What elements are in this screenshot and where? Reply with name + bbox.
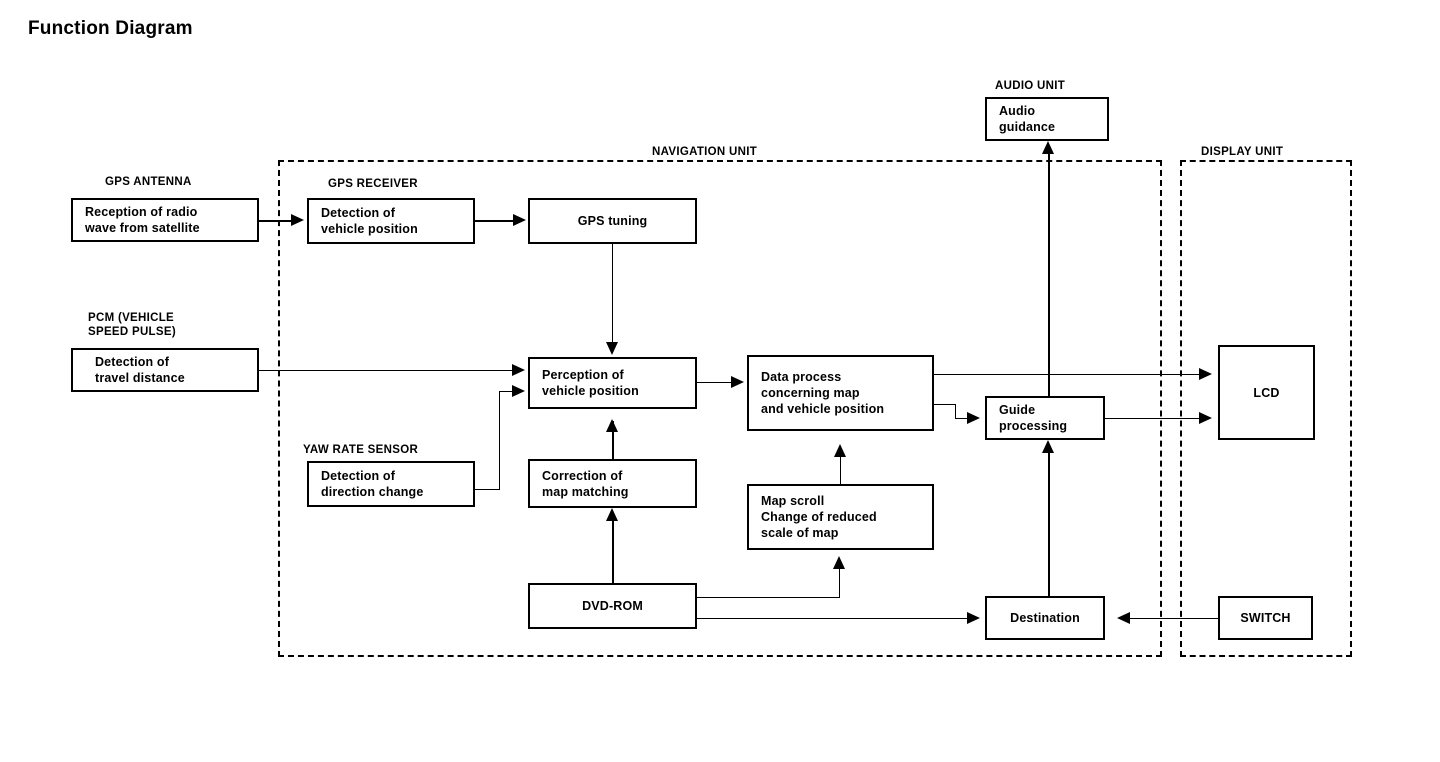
box-gps-tuning-line1: GPS tuning <box>577 214 648 228</box>
box-audio-guidance-line1: Audio <box>999 104 1036 118</box>
page-title: Function Diagram <box>28 18 193 39</box>
box-switch-line1: SWITCH <box>1240 611 1291 625</box>
arrowhead-direction-change-to-perception <box>512 385 525 397</box>
connector-data-process-to-guide-horizontal2 <box>955 418 969 419</box>
arrowhead-data-process-to-guide-processing <box>967 412 980 424</box>
box-gps-detection-line1: Detection of <box>321 206 396 220</box>
box-reception-of-radio-wave[interactable]: Reception of radio wave from satellite <box>71 198 259 242</box>
arrowhead-dvd-rom-to-map-scroll <box>833 556 845 569</box>
arrowhead-switch-to-destination <box>1117 612 1130 624</box>
arrowhead-dvd-rom-to-destination <box>967 612 980 624</box>
connector-reception-to-gps-detection <box>259 220 292 222</box>
box-data-process-line2: concerning map <box>761 386 860 400</box>
box-guide-processing-line2: processing <box>999 419 1068 433</box>
label-audio-unit: AUDIO UNIT <box>995 80 1066 92</box>
arrowhead-map-matching-to-perception <box>606 419 618 432</box>
box-direction-change-line1: Detection of <box>321 469 396 483</box>
arrowhead-dvd-rom-to-map-matching <box>606 508 618 521</box>
box-lcd[interactable]: LCD <box>1218 345 1315 440</box>
box-data-process[interactable]: Data process concerning map and vehicle … <box>747 355 934 431</box>
box-map-scroll-line2: Change of reduced <box>761 510 877 524</box>
box-switch[interactable]: SWITCH <box>1218 596 1313 640</box>
box-map-matching-line1: Correction of <box>542 468 623 483</box>
box-gps-tuning[interactable]: GPS tuning <box>528 198 697 244</box>
box-audio-guidance-line2: guidance <box>999 120 1056 134</box>
connector-map-scroll-to-data-process <box>840 446 841 484</box>
box-perception-line2: vehicle position <box>542 384 639 398</box>
connector-guide-processing-to-lcd <box>1105 418 1204 419</box>
connector-gps-detection-to-gps-tuning <box>475 220 515 222</box>
box-reception-line2: wave from satellite <box>85 221 200 235</box>
label-yaw-rate-sensor: YAW RATE SENSOR <box>303 444 419 456</box>
box-gps-detection-line2: vehicle position <box>321 222 418 236</box>
group-navigation-unit <box>278 160 1162 657</box>
box-detection-of-travel-distance[interactable]: Detection of travel distance <box>71 348 259 392</box>
box-travel-distance-line2: travel distance <box>95 371 185 385</box>
connector-dvd-rom-to-map-scroll-vertical <box>839 568 840 598</box>
box-map-matching-line2: map matching <box>542 484 629 499</box>
connector-direction-change-vertical <box>499 391 500 490</box>
box-travel-distance-line1: Detection of <box>95 355 170 369</box>
box-lcd-line1: LCD <box>1253 385 1280 400</box>
box-direction-change-line2: direction change <box>321 485 424 499</box>
connector-map-matching-to-perception <box>612 421 614 459</box>
box-dvd-rom[interactable]: DVD-ROM <box>528 583 697 629</box>
connector-data-process-to-guide-vertical <box>955 404 956 418</box>
connector-gps-tuning-to-perception <box>612 244 613 344</box>
connector-direction-change-to-perception <box>499 391 514 392</box>
box-map-scroll-line3: scale of map <box>761 526 839 540</box>
connector-destination-to-guide-processing <box>1048 452 1050 596</box>
group-display-unit <box>1180 160 1352 657</box>
box-reception-line1: Reception of radio <box>85 205 198 219</box>
label-pcm: PCM (VEHICLE SPEED PULSE) <box>88 311 176 340</box>
box-detection-of-direction-change[interactable]: Detection of direction change <box>307 461 475 507</box>
group-label-display-unit: DISPLAY UNIT <box>1201 146 1284 158</box>
label-pcm-line2: SPEED PULSE) <box>88 326 176 339</box>
box-correction-of-map-matching[interactable]: Correction of map matching <box>528 459 697 508</box>
box-perception-of-vehicle-position[interactable]: Perception of vehicle position <box>528 357 697 409</box>
label-gps-receiver: GPS RECEIVER <box>328 178 418 190</box>
arrowhead-travel-distance-to-perception <box>512 364 525 376</box>
arrowhead-guide-processing-to-audio-guidance <box>1042 141 1054 154</box>
box-dvd-rom-line1: DVD-ROM <box>582 599 643 613</box>
box-perception-line1: Perception of <box>542 368 624 382</box>
connector-data-process-to-lcd <box>934 374 1204 375</box>
arrowhead-data-process-to-lcd <box>1199 368 1212 380</box>
box-data-process-line3: and vehicle position <box>761 402 885 416</box>
box-guide-processing-line1: Guide <box>999 403 1036 417</box>
group-label-navigation-unit: NAVIGATION UNIT <box>652 146 758 158</box>
connector-perception-to-data-process <box>697 382 733 383</box>
arrowhead-gps-tuning-to-perception <box>606 342 618 355</box>
connector-guide-processing-to-audio-guidance <box>1048 152 1050 396</box>
arrowhead-guide-processing-to-lcd <box>1199 412 1212 424</box>
arrowhead-map-scroll-to-data-process <box>834 444 846 457</box>
connector-dvd-rom-to-map-scroll-horizontal <box>697 597 840 598</box>
connector-switch-to-destination <box>1122 618 1218 619</box>
arrowhead-perception-to-data-process <box>731 376 744 388</box>
box-audio-guidance[interactable]: Audio guidance <box>985 97 1109 141</box>
box-destination-line1: Destination <box>1010 611 1080 625</box>
box-guide-processing[interactable]: Guide processing <box>985 396 1105 440</box>
box-map-scroll-line1: Map scroll <box>761 494 825 508</box>
arrowhead-reception-to-gps-detection <box>291 214 304 226</box>
box-map-scroll[interactable]: Map scroll Change of reduced scale of ma… <box>747 484 934 550</box>
box-data-process-line1: Data process <box>761 370 842 384</box>
connector-direction-change-horizontal <box>475 489 500 490</box>
box-detection-of-vehicle-position[interactable]: Detection of vehicle position <box>307 198 475 244</box>
arrowhead-destination-to-guide-processing <box>1042 440 1054 453</box>
connector-dvd-rom-to-map-matching <box>612 521 614 583</box>
arrowhead-gps-detection-to-gps-tuning <box>513 214 526 226</box>
connector-travel-distance-to-perception <box>259 370 514 371</box>
connector-data-process-to-guide-horizontal <box>934 404 956 405</box>
label-pcm-line1: PCM (VEHICLE <box>88 312 175 324</box>
box-destination[interactable]: Destination <box>985 596 1105 640</box>
label-gps-antenna: GPS ANTENNA <box>105 176 192 188</box>
connector-dvd-rom-to-destination <box>697 618 969 619</box>
